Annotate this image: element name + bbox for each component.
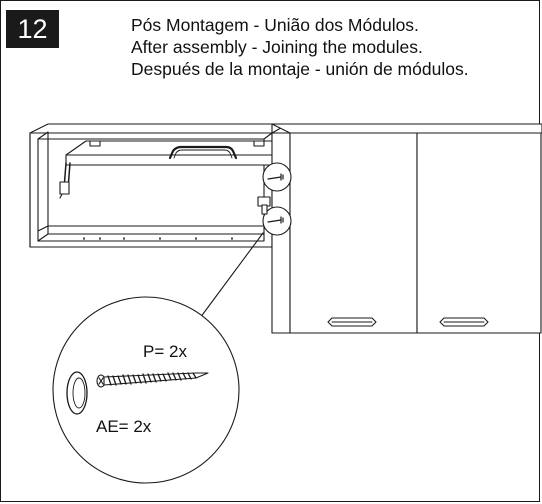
left-cabinet (29, 123, 319, 248)
screw-quantity-label: P= 2x (143, 342, 187, 361)
flap-handle (168, 145, 238, 160)
hinge-bracket (257, 196, 271, 215)
title-english: After assembly - Joining the modules. (131, 37, 423, 57)
cover-cap-icon (66, 371, 88, 415)
callout-leader-line (199, 232, 264, 319)
upper-screw-detail (262, 162, 292, 192)
gas-piston (59, 162, 71, 199)
lower-screw-detail (262, 206, 292, 236)
cap-quantity-label: AE= 2x (96, 417, 152, 436)
title-portuguese: Pós Montagem - União dos Módulos. (131, 15, 419, 35)
step-number-badge: 12 (6, 10, 59, 48)
hardware-callout: P= 2x AE= 2x (52, 296, 240, 484)
right-cabinet (271, 123, 542, 334)
screw-icon (96, 372, 209, 388)
step-title: Pós Montagem - União dos Módulos. After … (131, 14, 539, 80)
title-spanish: Después de la montaje - unión de módulos… (131, 59, 469, 79)
